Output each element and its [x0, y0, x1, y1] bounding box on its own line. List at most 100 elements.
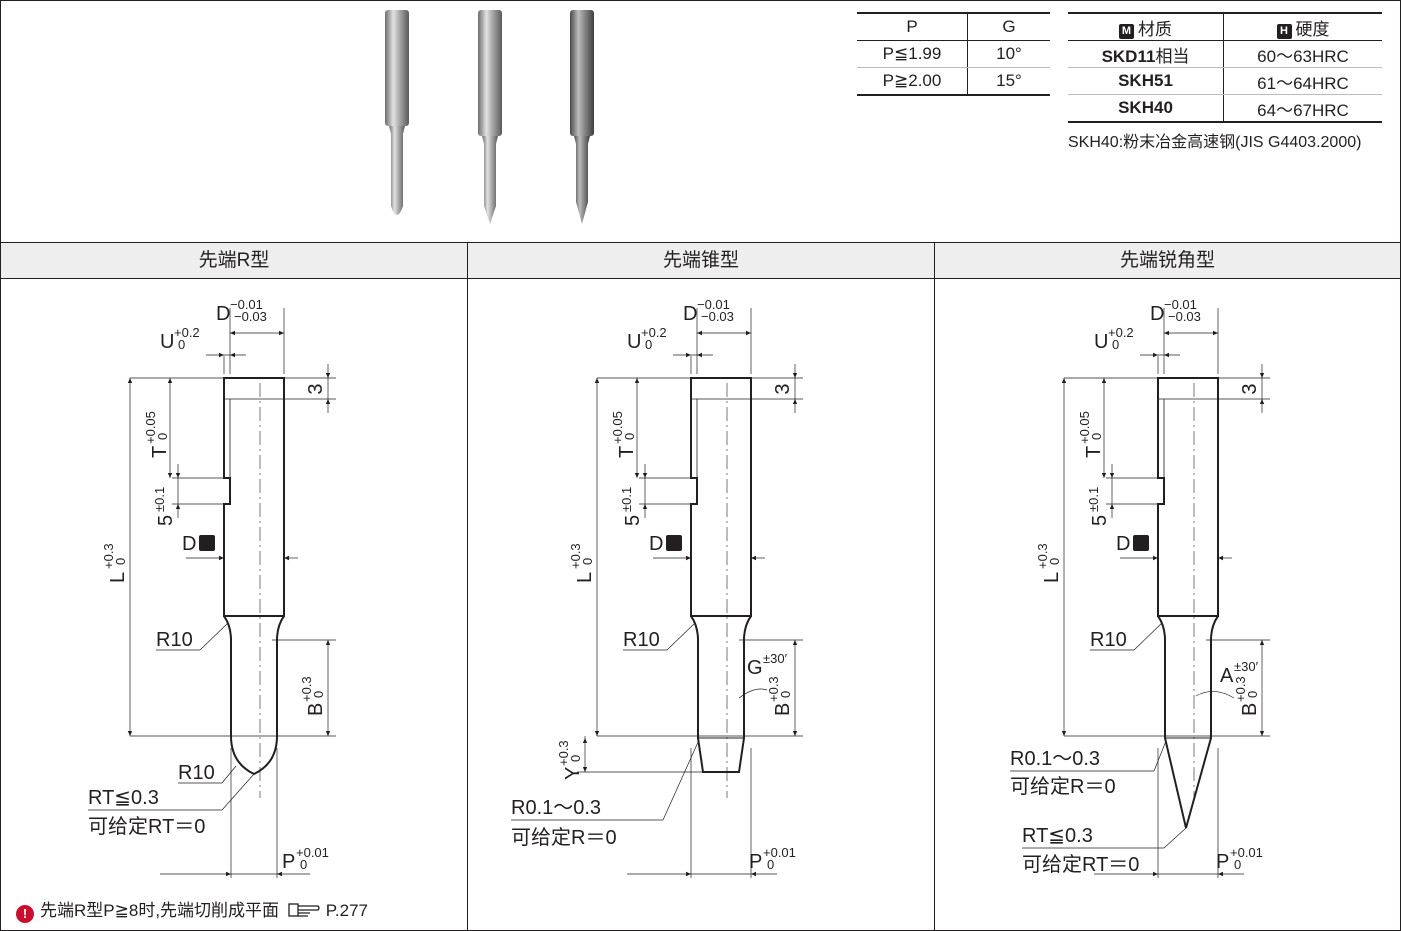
dim-r10-label: R10	[623, 629, 660, 651]
dim-r10-label: R10	[1090, 629, 1127, 651]
bottom-note: !先端R型P≧8时,先端切削成平面 P.277	[16, 896, 368, 923]
arrowhead	[792, 640, 798, 645]
dim-u-label: U	[1094, 331, 1108, 353]
dim-l-tol-upper: +0.3	[568, 543, 583, 569]
material-note: SKH40:粉末冶金高速钢(JIS G4403.2000)	[1068, 134, 1362, 151]
dim-b-label: B	[1239, 703, 1261, 716]
r01-leader	[662, 739, 700, 821]
dim-r10-tip-label: R10	[178, 762, 215, 784]
g-row2: 15°	[967, 67, 1050, 96]
rt-label: RT≦0.3	[1022, 825, 1093, 847]
dim-d-mid-label: D	[1116, 533, 1130, 555]
arrowhead	[634, 378, 640, 383]
warning-icon: !	[16, 905, 34, 923]
arrowhead	[175, 504, 181, 509]
arrowhead	[686, 871, 691, 877]
dim-d-top-tol-lower: −0.03	[1168, 309, 1201, 324]
dim-u-label: U	[160, 331, 174, 353]
column-divider-1	[467, 242, 468, 930]
dim-b-tol-lower: 0	[778, 691, 793, 698]
arrowhead	[1153, 871, 1158, 877]
dim-5-label: 5	[155, 515, 177, 526]
dim-b-label: B	[772, 703, 794, 716]
arrowhead	[325, 731, 331, 736]
dim-d-top: D−0.01−0.03	[683, 297, 734, 325]
section-title-sharp: 先端锐角型	[1119, 250, 1215, 271]
g-header: G	[967, 12, 1050, 41]
dim-u-tol-lower: 0	[1112, 337, 1119, 352]
dim-u: U+0.20	[160, 325, 200, 353]
punch-shank-outline	[690, 377, 752, 617]
r01-leader	[1153, 740, 1167, 772]
dim-5-tol: ±0.1	[152, 487, 167, 512]
r01-label: R0.1～0.3	[1010, 748, 1100, 770]
dim-p-tol-upper: +0.01	[296, 845, 329, 860]
rt-note: 可给定RT＝0	[88, 815, 205, 838]
dim-u-tol-lower: 0	[645, 337, 652, 352]
r01-label: R0.1～0.3	[511, 797, 601, 819]
arrowhead	[1259, 373, 1265, 378]
dim-d-top-tol-upper: −0.01	[230, 297, 263, 312]
dim-y: Y+0.30	[556, 740, 584, 780]
pointing-hand-icon	[288, 903, 320, 917]
dim-b-tol-upper: +0.3	[1233, 676, 1248, 702]
dim-l-label: L	[574, 572, 596, 583]
arrowhead	[279, 330, 284, 336]
dim-u-tol-lower: 0	[178, 337, 185, 352]
dim-p: P+0.010	[749, 845, 796, 873]
dim-l-tol-lower: 0	[580, 558, 595, 565]
dim-d-mid-label: D	[649, 533, 663, 555]
hardness-row1: 60～63HRC	[1223, 40, 1382, 68]
dim-l-label: L	[1041, 572, 1063, 583]
dim-b-label: B	[305, 703, 327, 716]
section-title-cone: 先端锥型	[662, 250, 739, 271]
r01-note: 可给定R＝0	[511, 826, 617, 849]
arrowhead	[284, 555, 289, 561]
dim-5: 5 ±0.1	[152, 487, 177, 526]
arrowhead	[1109, 473, 1115, 478]
leader-r10-diag	[666, 622, 696, 651]
dim-p-label: P	[282, 851, 295, 873]
dim-u-label: U	[627, 331, 641, 353]
dim-a: A±30′	[1220, 659, 1259, 687]
arrowhead	[686, 352, 691, 358]
dim-t: T+0.050	[143, 411, 171, 458]
dim-u-tol-upper: +0.2	[1108, 325, 1134, 340]
p-header: P	[857, 12, 968, 41]
arrowhead	[751, 871, 756, 877]
arrowhead	[1259, 640, 1265, 645]
arrowhead	[219, 352, 224, 358]
dim-d-top-label: D	[216, 303, 230, 325]
dim-t-label: T	[149, 446, 171, 458]
arrowhead	[1153, 352, 1158, 358]
dim-p-tol-lower: 0	[300, 857, 307, 872]
material-row1: SKD11相当	[1068, 40, 1224, 68]
rt-label: RT≦0.3	[88, 787, 159, 809]
dim-d-top-tol-upper: −0.01	[697, 297, 730, 312]
page-ref[interactable]: P.277	[325, 901, 369, 920]
arrowhead	[1213, 330, 1218, 336]
section-title-r: 先端R型	[198, 250, 270, 271]
dim-t-tol-upper: +0.05	[1077, 411, 1092, 444]
dim-d-top-tol-lower: −0.03	[234, 309, 267, 324]
arrowhead	[751, 555, 756, 561]
arrowhead	[1259, 731, 1265, 736]
dim-d-top-tol-lower: −0.03	[701, 309, 734, 324]
dim-a-label: A	[1220, 665, 1234, 687]
dim-5-tol: ±0.1	[619, 487, 634, 512]
dim-u: U+0.20	[627, 325, 667, 353]
material-row2: SKH51	[1068, 67, 1224, 95]
arrowhead	[792, 731, 798, 736]
dim-l-tol-upper: +0.3	[101, 543, 116, 569]
leader-r10-tip-diag	[221, 765, 237, 784]
angle-arc-g	[738, 688, 768, 699]
rt-leader	[1163, 827, 1187, 849]
dim-p: P+0.010	[1216, 845, 1263, 873]
t-badge-text: T	[203, 537, 211, 551]
dim-p: P+0.010	[282, 845, 329, 873]
hardness-icon: H	[1276, 23, 1292, 39]
